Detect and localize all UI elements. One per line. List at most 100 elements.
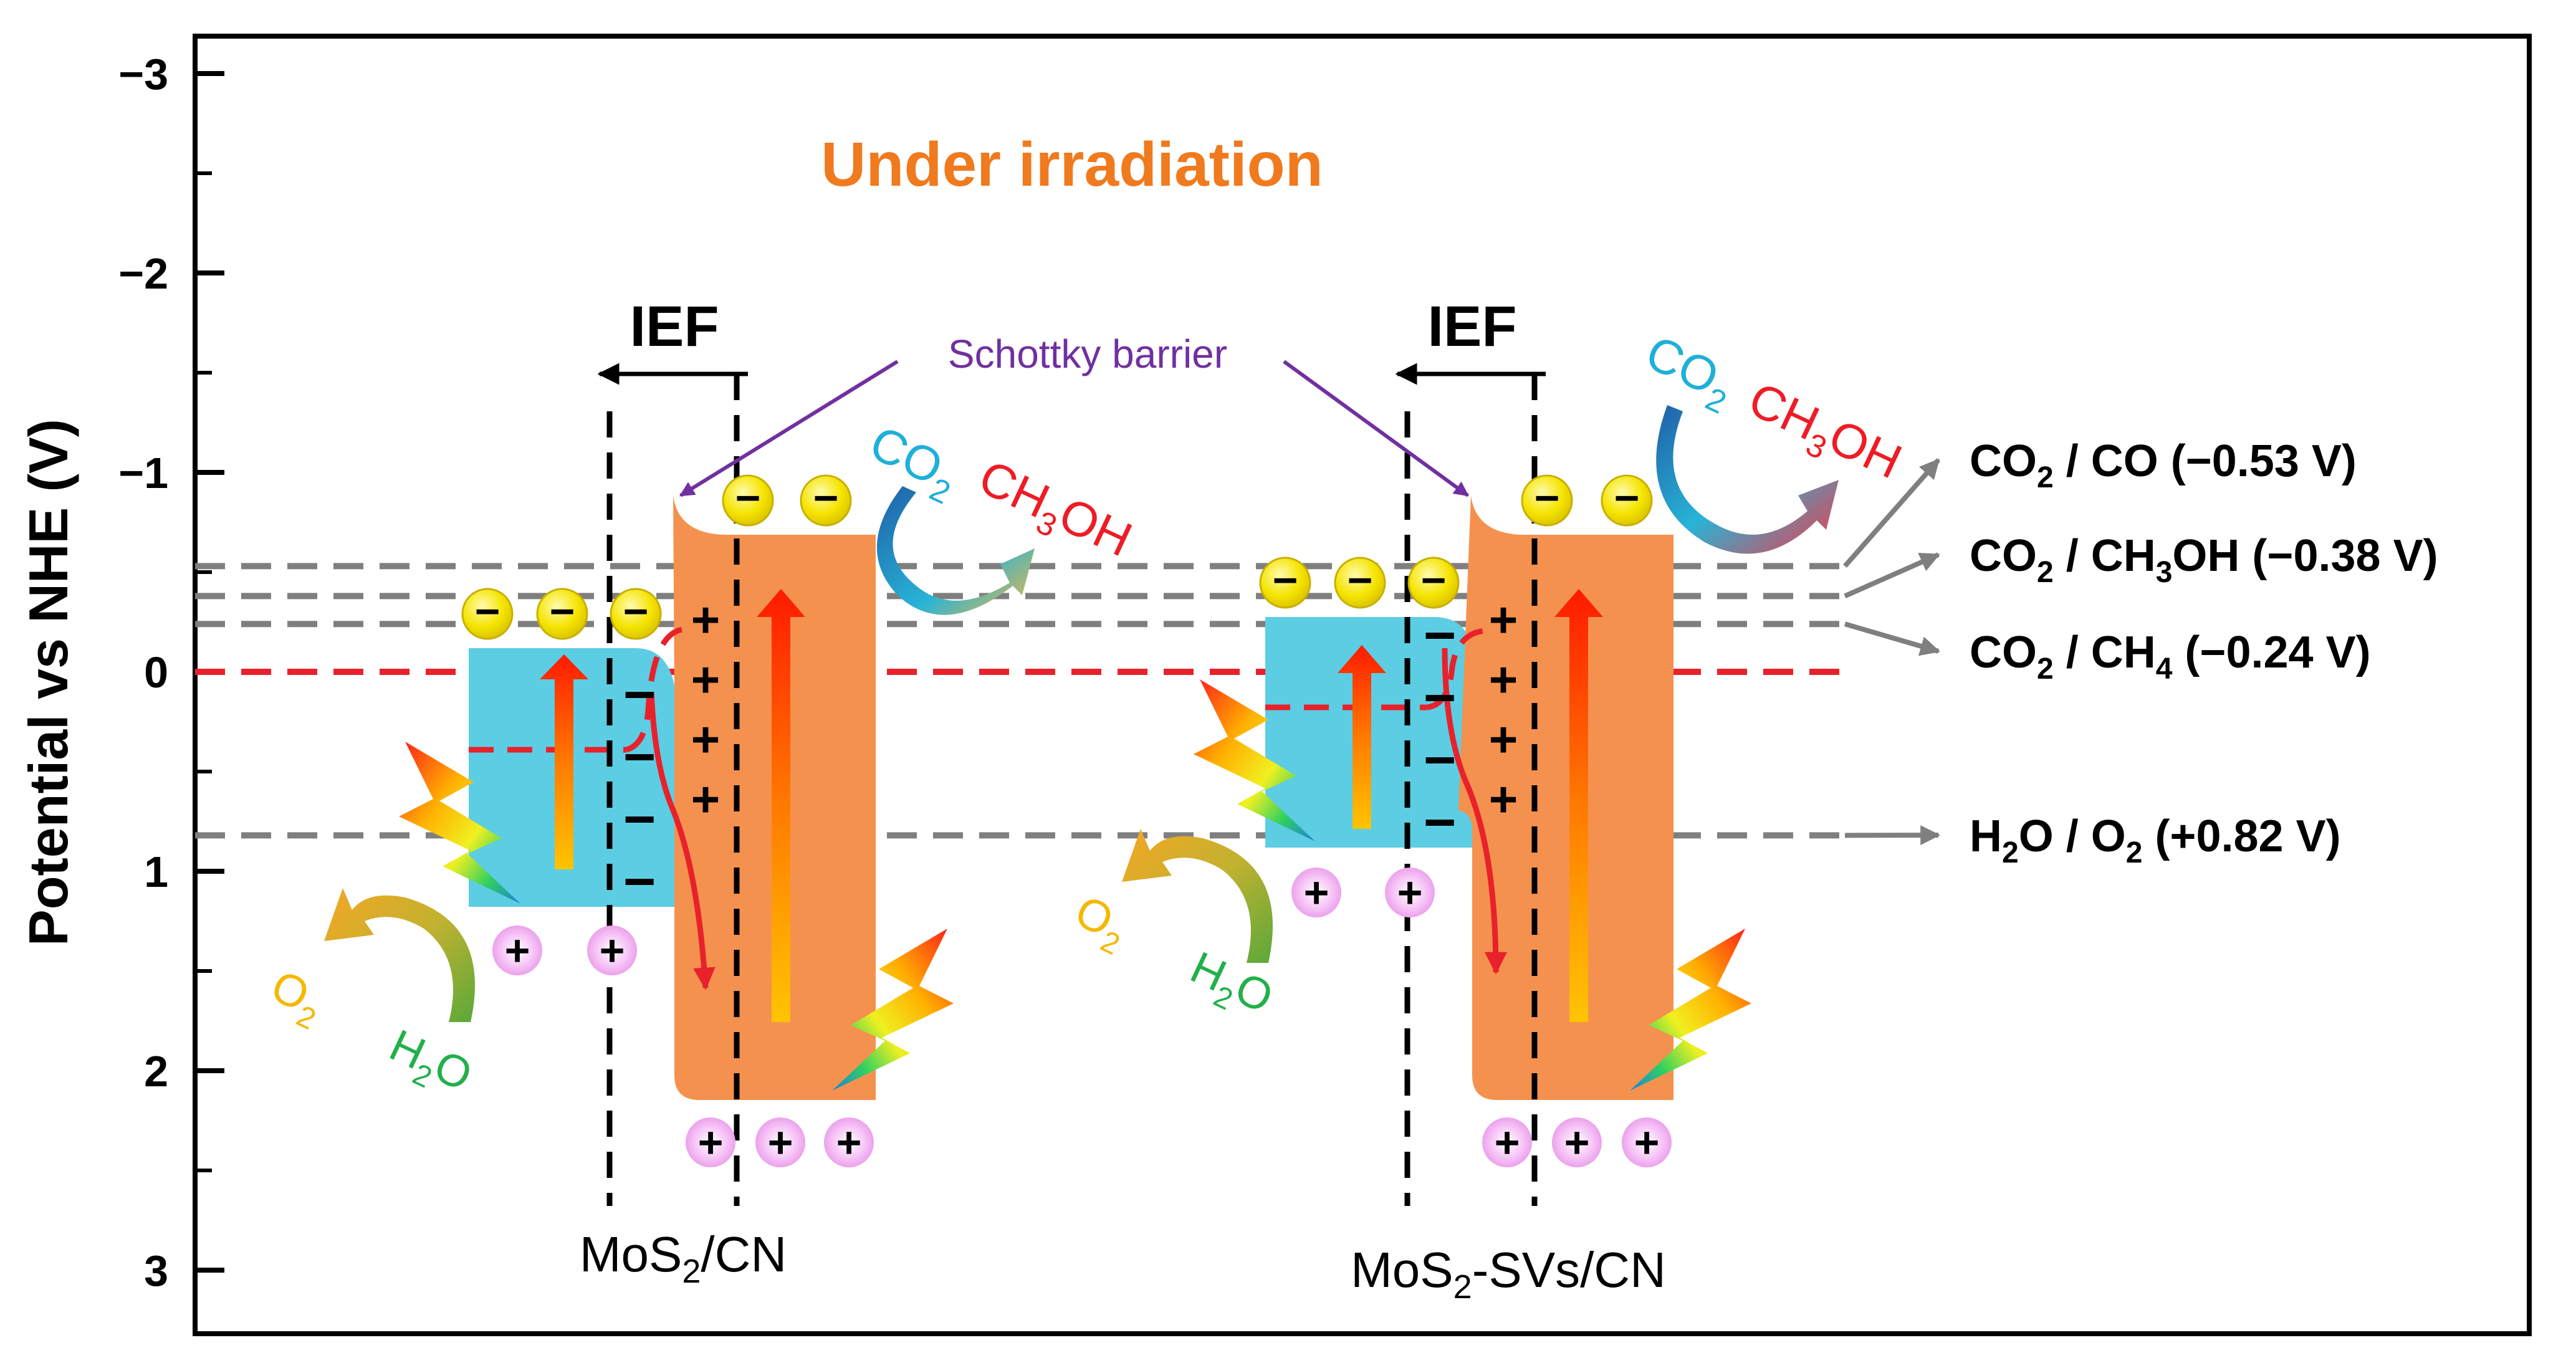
y-tick-label: 0 — [144, 648, 168, 697]
redox-pointer-arrow — [1844, 552, 1940, 599]
redox-level-label: CO2 / CH4 (−0.24 V) — [1970, 628, 2371, 686]
band-bending-dash — [1427, 628, 1491, 710]
interface-minus-signs: − − − − — [1424, 605, 1457, 854]
redox-level-label: CO2 / CH3OH (−0.38 V) — [1970, 531, 2438, 589]
ch3oh-label: CH3OH — [967, 449, 1141, 576]
cn-excitation-arrow — [1554, 589, 1603, 1022]
svg-text:+: + — [1489, 652, 1518, 707]
y-tick-label: 3 — [144, 1246, 168, 1295]
svg-text:O2: O2 — [260, 961, 332, 1036]
cn-excitation-arrow — [757, 589, 805, 1022]
mos2-excitation-arrow — [540, 654, 588, 869]
svg-text:CO2: CO2 — [1634, 325, 1743, 421]
svg-text:+: + — [768, 1118, 793, 1167]
svg-text:H2O: H2O — [378, 1020, 479, 1109]
hole: + — [587, 925, 637, 975]
svg-text:CO2: CO2 — [858, 415, 967, 512]
svg-text:+: + — [691, 772, 721, 827]
svg-text:+: + — [1489, 772, 1518, 827]
svg-text:−: − — [623, 726, 656, 788]
panel-mos2-svs-cn: IEF + + + + − − − − − − − − − + + + + + — [1064, 295, 1910, 1306]
svg-text:−: − — [1424, 791, 1457, 854]
svg-text:−: − — [1614, 474, 1640, 522]
electron: − — [800, 474, 852, 527]
sample-label-mos2-svs-cn: MoS2-SVs/CN — [1351, 1242, 1666, 1306]
redox-level-label: H2O / O2 (+0.82 V) — [1970, 811, 2341, 869]
co2-reduction-arrow — [1656, 405, 1839, 554]
schottky-arrow-right — [1283, 360, 1469, 497]
electron: − — [1334, 556, 1386, 609]
o2-label: O2 — [1064, 886, 1136, 962]
svg-text:−: − — [623, 664, 656, 726]
o2-label: O2 — [260, 961, 332, 1036]
interface-minus-signs: − − − − — [623, 664, 656, 913]
svg-text:+: + — [1564, 1118, 1590, 1167]
ief-label: IEF — [630, 295, 719, 358]
hole: + — [755, 1117, 805, 1167]
hole: + — [492, 925, 542, 975]
water-oxidation-arrow — [324, 888, 475, 1022]
svg-text:CH3OH: CH3OH — [967, 449, 1140, 576]
svg-text:+: + — [1634, 1118, 1660, 1167]
lightning-icon — [1194, 679, 1315, 841]
svg-text:−: − — [623, 587, 649, 636]
electrons: − − − − − — [461, 474, 852, 640]
svg-text:−: − — [1424, 667, 1457, 729]
electron: − — [536, 587, 588, 640]
electron: − — [461, 587, 514, 640]
svg-text:−: − — [623, 788, 656, 851]
water-oxidation-arrow — [1122, 829, 1273, 963]
h2o-label: H2O — [378, 1020, 479, 1109]
hole: + — [1291, 868, 1341, 917]
y-tick-label: −3 — [118, 50, 168, 98]
diagram-title: Under irradiation — [821, 130, 1323, 199]
redox-pointer-arrow — [1842, 458, 1941, 568]
holes: + + + + + — [1291, 868, 1672, 1167]
ch3oh-label: CH3OH — [1736, 371, 1910, 498]
hole: + — [1385, 868, 1435, 917]
redox-level-label: CO2 / CO (−0.53 V) — [1970, 436, 2357, 494]
svg-text:−: − — [550, 587, 575, 636]
electron: − — [1601, 474, 1653, 527]
electron: − — [1521, 474, 1573, 527]
lightning-icon — [1630, 929, 1751, 1091]
svg-text:+: + — [1489, 592, 1518, 648]
interface-plus-signs: + + + + — [691, 592, 721, 827]
svg-text:+: + — [836, 1118, 862, 1167]
svg-text:+: + — [1489, 712, 1518, 767]
cn-band-block — [1458, 495, 1673, 1100]
redox-pointer-arrow — [1844, 621, 1941, 656]
electrons: − − − − − — [1259, 474, 1653, 609]
electron: − — [610, 587, 662, 640]
ief-label: IEF — [1427, 295, 1516, 358]
lightning-icon — [832, 929, 954, 1091]
svg-text:CH3OH: CH3OH — [1736, 371, 1910, 498]
svg-text:−: − — [1273, 556, 1298, 605]
electron-transfer-arrow — [648, 691, 716, 990]
svg-text:+: + — [698, 1118, 724, 1167]
electron: − — [722, 474, 774, 527]
schottky-barrier-label: Schottky barrier — [948, 332, 1227, 376]
svg-text:+: + — [1304, 868, 1329, 917]
panel-mos2-cn: IEF + + + + − − − − − − − − − + + — [260, 295, 1141, 1290]
holes: + + + + + — [492, 925, 874, 1167]
svg-text:+: + — [505, 926, 530, 975]
svg-text:−: − — [475, 587, 500, 636]
svg-text:−: − — [1535, 474, 1560, 522]
hole: + — [1552, 1117, 1602, 1167]
co2-label: CO2 — [1634, 325, 1743, 421]
y-tick-label: 1 — [144, 848, 168, 896]
svg-text:+: + — [600, 926, 625, 975]
svg-text:−: − — [735, 474, 761, 522]
svg-text:O2: O2 — [1064, 886, 1136, 962]
hole: + — [1622, 1117, 1672, 1167]
sample-label-mos2-cn: MoS2/CN — [580, 1227, 787, 1290]
interface-plus-signs: + + + + — [1489, 592, 1518, 827]
svg-text:−: − — [623, 851, 656, 913]
svg-text:−: − — [1424, 729, 1457, 791]
y-tick-label: 2 — [144, 1047, 168, 1096]
svg-text:+: + — [1397, 868, 1423, 917]
y-tick-label: −1 — [118, 449, 168, 497]
